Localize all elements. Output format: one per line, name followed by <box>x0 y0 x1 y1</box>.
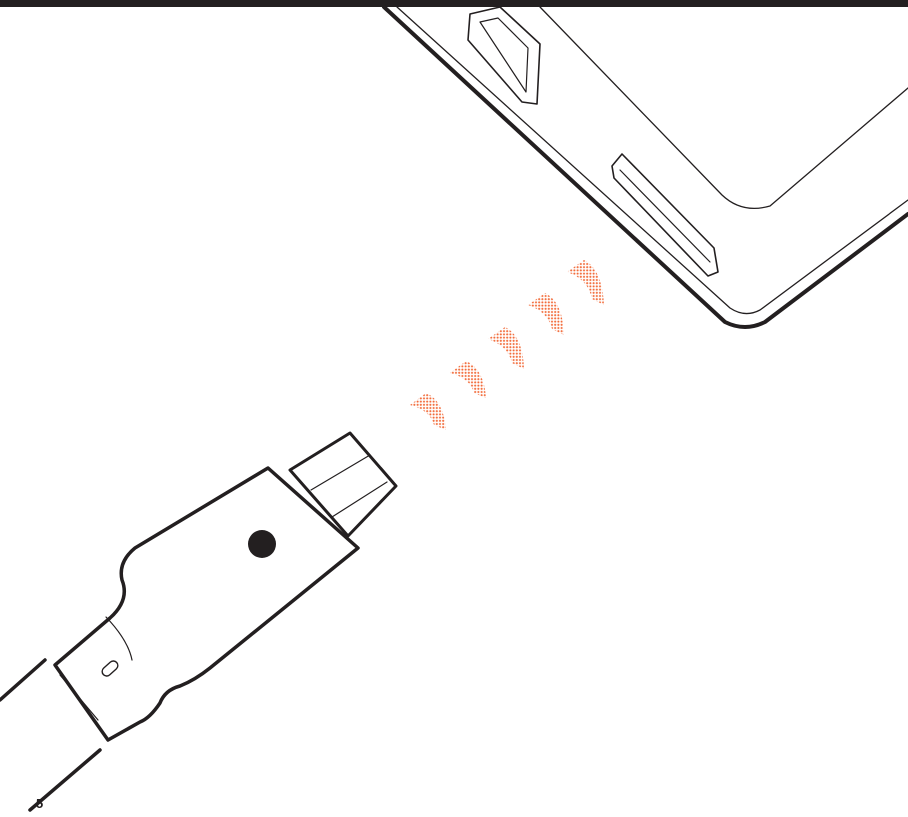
device-edge-icon <box>382 5 908 329</box>
connector-housing <box>53 466 360 742</box>
insertion-arrows-icon <box>410 260 604 430</box>
arrow-chevron-3 <box>488 327 524 369</box>
page-number: 5 <box>36 796 44 811</box>
arrow-chevron-2 <box>450 361 486 398</box>
connector-indent-dot <box>248 530 276 558</box>
top-bar <box>0 0 908 7</box>
arrow-chevron-1 <box>410 393 446 430</box>
cable-cord <box>0 658 102 812</box>
audio-jack-icon <box>467 6 541 105</box>
connector-tip <box>288 431 398 538</box>
arrow-chevron-4 <box>528 293 564 335</box>
arrow-chevron-5 <box>567 260 604 305</box>
usb-c-cable-icon <box>0 431 398 812</box>
connector-led-slot <box>101 660 119 677</box>
usb-c-port-icon <box>611 153 719 277</box>
